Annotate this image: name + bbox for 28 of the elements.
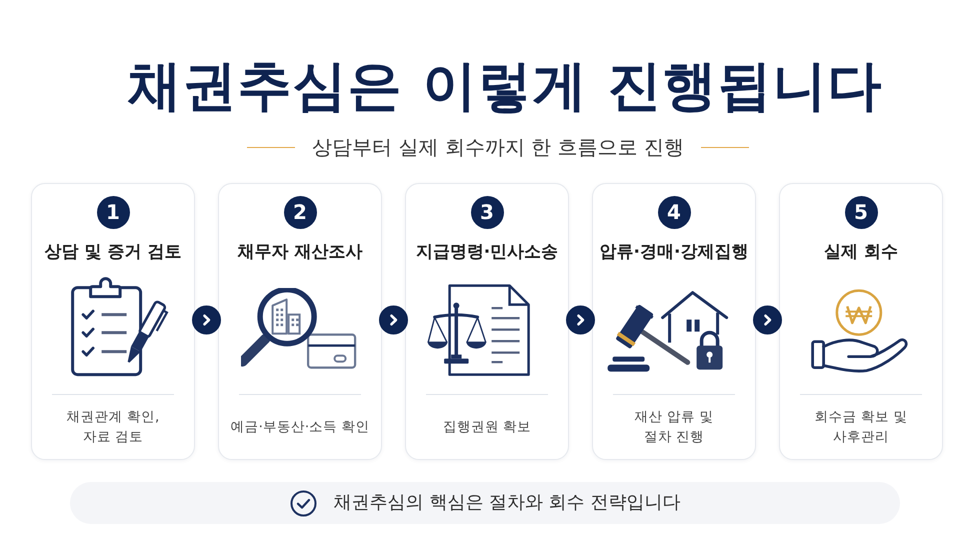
- step-title: 실제 회수: [824, 241, 898, 263]
- step-number: 5: [844, 196, 878, 229]
- step-title: 채무자 재산조사: [238, 241, 362, 263]
- step-card: [218, 183, 382, 460]
- chevron-arrow: [379, 306, 408, 334]
- chevron-arrow: [753, 306, 782, 334]
- step-description: 집행권원 확보: [442, 418, 532, 437]
- summary-text: 채권추심의 핵심은 절차와 회수 전략입니다: [334, 491, 680, 515]
- step-card: [779, 183, 943, 460]
- subtitle: 상담부터 실제 회수까지 한 흐름으로 진행: [312, 134, 684, 160]
- step-description: 회수금 확보 및 사후관리: [814, 408, 908, 447]
- step-description: 예금·부동산·소득 확인: [230, 418, 370, 437]
- step-title: 압류·경매·강제집행: [600, 241, 748, 263]
- step-number: 4: [658, 196, 690, 229]
- step-title: 지급명령·민사소송: [416, 241, 558, 263]
- chevron-arrow: [192, 306, 221, 334]
- step-description: 채권관계 확인, 자료 검토: [66, 408, 160, 447]
- step-description: 재산 압류 및 절차 진행: [634, 408, 714, 447]
- step-card: [31, 183, 195, 460]
- chevron-arrow: [566, 306, 595, 334]
- step-title: 상담 및 증거 검토: [44, 241, 182, 263]
- step-card: [405, 183, 569, 460]
- step-card: [592, 183, 756, 460]
- summary-banner: [70, 482, 900, 524]
- step-number: 1: [96, 196, 130, 229]
- title: 채권추심은 이렇게 진행됩니다: [128, 54, 882, 118]
- step-number: 3: [470, 196, 504, 229]
- step-number: 2: [284, 196, 316, 229]
